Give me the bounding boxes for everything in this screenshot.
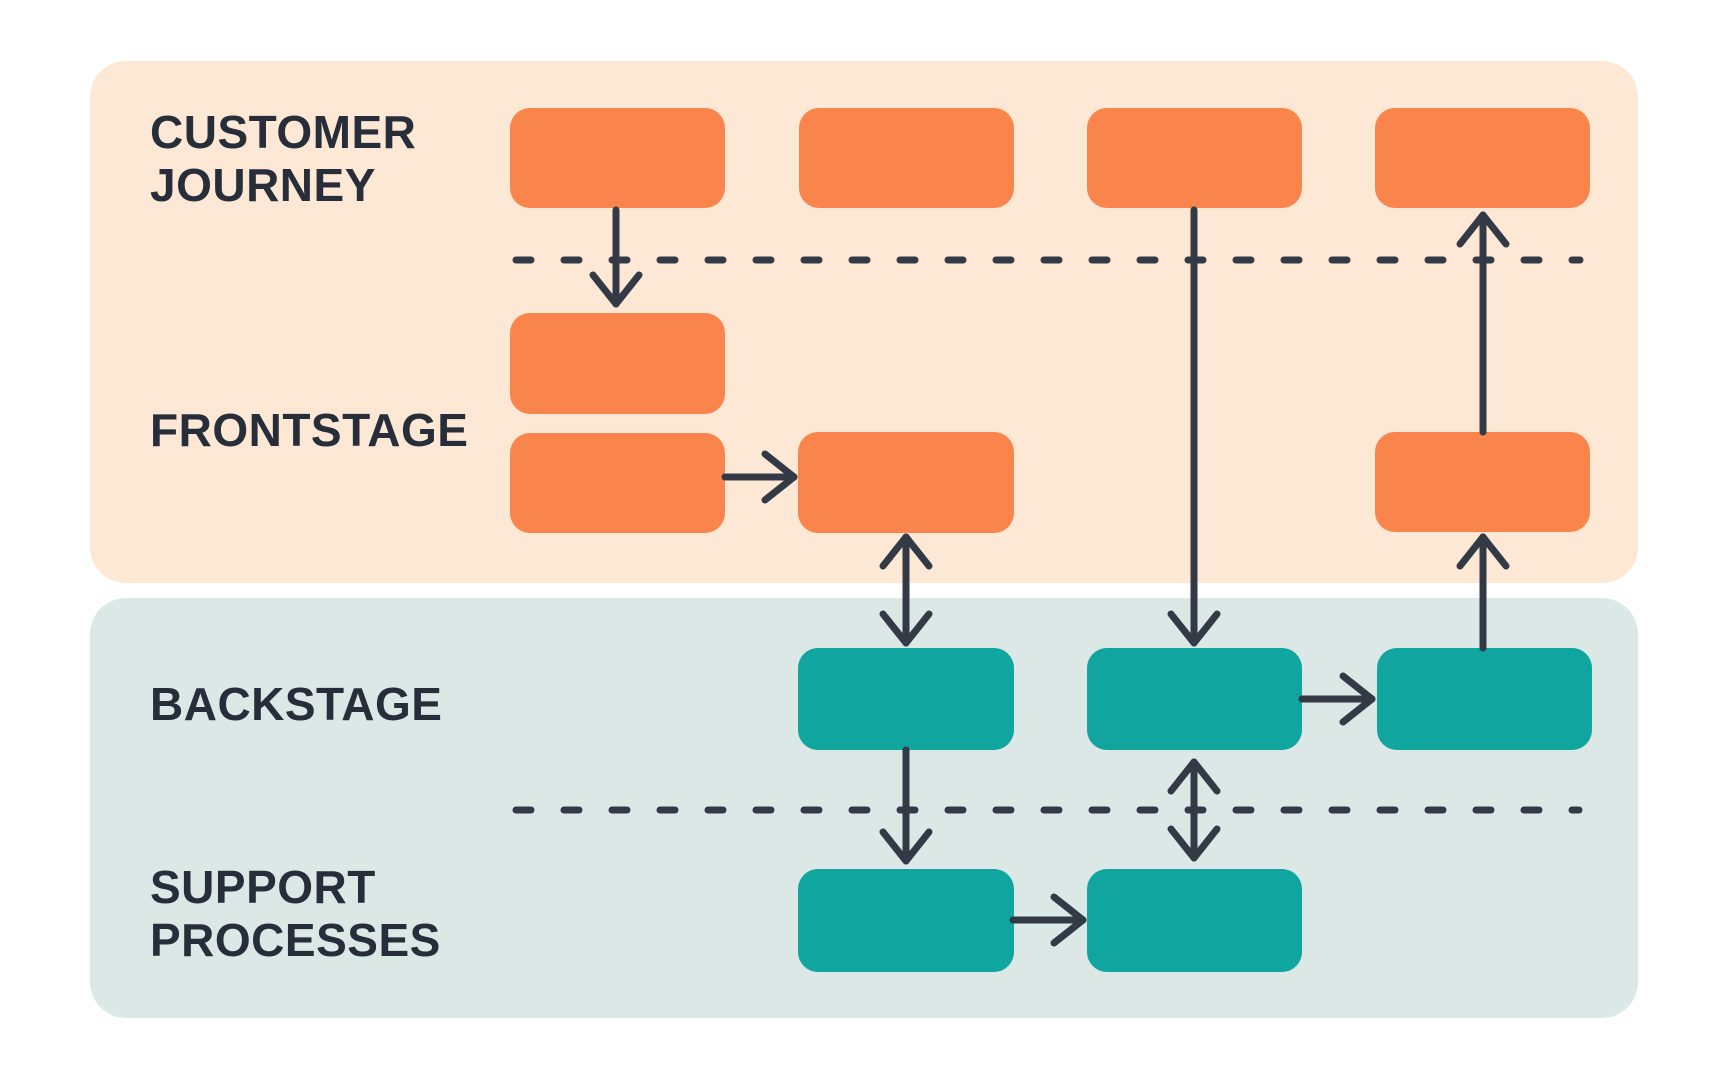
- lane-label-line: SUPPORT: [150, 861, 376, 913]
- backstage-step-2: [1087, 648, 1302, 750]
- lane-label-frontstage: FRONTSTAGE: [150, 404, 468, 457]
- frontstage-step-2: [798, 432, 1014, 533]
- support-process-1: [798, 869, 1014, 972]
- backstage-step-3: [1377, 648, 1592, 750]
- frontstage-step-3: [1375, 432, 1590, 532]
- customer-journey-step-3: [1087, 108, 1302, 208]
- lane-label-line: BACKSTAGE: [150, 678, 443, 730]
- lane-label-line: JOURNEY: [150, 159, 376, 211]
- frontstage-step-1a: [510, 313, 725, 414]
- lane-label-line: FRONTSTAGE: [150, 404, 469, 456]
- customer-journey-step-4: [1375, 108, 1590, 208]
- lane-label-line: CUSTOMER: [150, 106, 417, 158]
- lane-label-customer-journey: CUSTOMER JOURNEY: [150, 106, 416, 212]
- customer-journey-step-1: [510, 108, 725, 208]
- customer-journey-step-2: [799, 108, 1014, 208]
- lane-label-line: PROCESSES: [150, 914, 441, 966]
- lane-label-backstage: BACKSTAGE: [150, 678, 442, 731]
- backstage-step-1: [798, 648, 1014, 750]
- support-process-2: [1087, 869, 1302, 972]
- frontstage-step-1b: [510, 433, 725, 533]
- lane-label-support-processes: SUPPORT PROCESSES: [150, 861, 441, 967]
